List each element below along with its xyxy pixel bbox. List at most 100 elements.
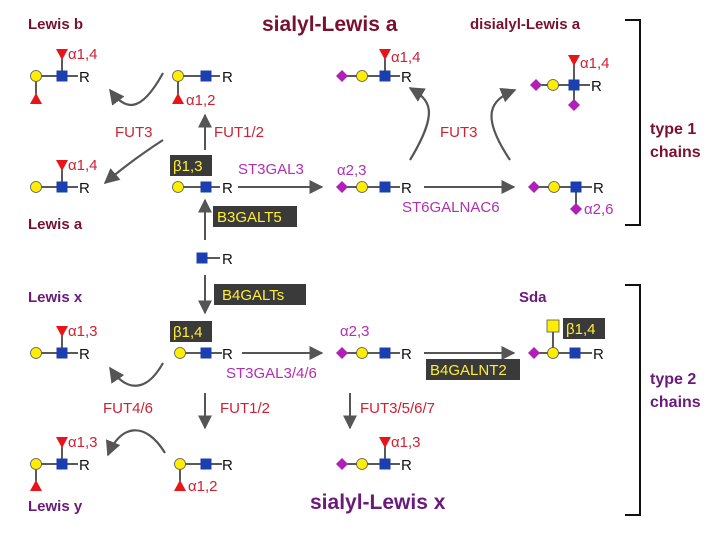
galactose-icon — [30, 458, 42, 470]
glcnac-icon — [570, 181, 582, 193]
galactose-icon — [30, 181, 42, 193]
glycan-type1-precursor: R β1,3 — [170, 155, 233, 197]
glcnac-icon — [196, 252, 208, 264]
fucose-icon — [56, 160, 68, 171]
sialic-acid-icon — [336, 458, 348, 470]
arrow-fut3-disialyl-a — [490, 88, 517, 161]
enzyme-b4galnt2: B4GALNT2 — [430, 362, 507, 379]
aglycone-r: R — [401, 457, 412, 474]
glycan-h-type2: R α1,2 — [174, 457, 233, 495]
linkage-highlight — [170, 321, 212, 342]
aglycone-r: R — [593, 180, 604, 197]
aglycone-r: R — [222, 251, 233, 268]
aglycone-r: R — [222, 180, 233, 197]
galactose-icon — [547, 347, 559, 359]
galactose-icon — [172, 181, 184, 193]
bracket-type2 — [625, 284, 641, 516]
enzyme-st3gal3: ST3GAL3 — [238, 161, 304, 178]
linkage-highlight — [563, 318, 605, 339]
aglycone-r: R — [401, 346, 412, 363]
aglycone-r: R — [79, 457, 90, 474]
glcnac-icon — [56, 70, 68, 82]
title-lewis-y: Lewis y — [28, 498, 83, 515]
fucose-icon — [56, 437, 68, 448]
glcnac-icon — [200, 181, 212, 193]
fucose-icon — [30, 93, 42, 104]
linkage-a14: α1,4 — [68, 157, 98, 174]
galnac-icon — [546, 319, 560, 333]
enzyme-b4galts: B4GALTs — [222, 287, 284, 304]
glycan-lewis-y: R α1,3 — [30, 434, 98, 491]
sialic-acid-icon — [528, 181, 540, 193]
sialic-acid-icon — [570, 203, 582, 215]
fucose-icon — [172, 93, 184, 104]
fucose-icon — [379, 49, 391, 60]
linkage-a23: α2,3 — [337, 162, 367, 179]
title-lewis-a: Lewis a — [28, 216, 83, 233]
sialic-acid-icon — [530, 79, 542, 91]
enzyme-st6galnac6: ST6GALNAC6 — [402, 199, 500, 216]
linkage-a26: α2,6 — [584, 201, 614, 218]
aglycone-r: R — [401, 69, 412, 86]
glcnac-icon — [56, 181, 68, 193]
glcnac-icon — [56, 347, 68, 359]
enzyme-b3galt5: B3GALT5 — [217, 209, 282, 226]
glcnac-icon — [56, 458, 68, 470]
glcnac-icon — [569, 347, 581, 359]
aglycone-r: R — [79, 69, 90, 86]
glycan-sialyl-type2: R α2,3 — [336, 323, 412, 363]
title-sialyl-lewis-x: sialyl-Lewis x — [310, 491, 446, 514]
enzyme-highlight — [426, 359, 520, 380]
linkage-b13: β1,3 — [173, 158, 202, 175]
linkage-a14: α1,4 — [580, 55, 610, 72]
fucose-icon — [30, 480, 42, 491]
linkage-a14: α1,4 — [68, 46, 98, 63]
glycan-disialyl-lewis-a: R α1,4 — [530, 55, 610, 111]
sialic-acid-icon — [336, 181, 348, 193]
title-sialyl-lewis-a: sialyl-Lewis a — [262, 13, 398, 36]
aglycone-r: R — [401, 180, 412, 197]
enzyme-st3gal346: ST3GAL3/4/6 — [226, 365, 317, 382]
sialic-acid-icon — [336, 347, 348, 359]
galactose-icon — [356, 347, 368, 359]
galactose-icon — [174, 347, 186, 359]
sialic-acid-icon — [568, 99, 580, 111]
aglycone-r: R — [222, 346, 233, 363]
enzyme-highlight — [214, 284, 306, 305]
aglycone-r: R — [79, 346, 90, 363]
galactose-icon — [30, 70, 42, 82]
bracket-type2-line2: chains — [650, 394, 701, 411]
sialic-acid-icon — [336, 70, 348, 82]
bracket-type2-line1: type 2 — [650, 371, 696, 388]
glycan-core: R — [196, 251, 233, 268]
linkage-a13: α1,3 — [391, 434, 421, 451]
glcnac-icon — [200, 70, 212, 82]
galactose-icon — [172, 70, 184, 82]
glcnac-icon — [379, 347, 391, 359]
galactose-icon — [548, 181, 560, 193]
enzyme-fut3567: FUT3/5/6/7 — [360, 400, 435, 417]
aglycone-r: R — [591, 78, 602, 95]
galactose-icon — [356, 458, 368, 470]
title-lewis-x: Lewis x — [28, 289, 83, 306]
aglycone-r: R — [593, 346, 604, 363]
linkage-a13: α1,3 — [68, 323, 98, 340]
aglycone-r: R — [79, 180, 90, 197]
galactose-icon — [30, 347, 42, 359]
arrow-fut3-lewis-a — [103, 139, 164, 185]
fucose-icon — [568, 55, 580, 66]
glcnac-icon — [200, 458, 212, 470]
glycan-sda: R β1,4 — [528, 318, 605, 363]
galactose-icon — [547, 79, 559, 91]
glycan-disialyl-type1: R α2,6 — [528, 180, 614, 218]
bracket-type1-line1: type 1 — [650, 121, 696, 138]
galactose-icon — [174, 458, 186, 470]
glcnac-icon — [568, 79, 580, 91]
title-disialyl-lewis-a: disialyl-Lewis a — [470, 16, 581, 33]
fucose-icon — [379, 437, 391, 448]
sialic-acid-icon — [528, 347, 540, 359]
enzyme-fut3-right: FUT3 — [440, 124, 478, 141]
glycan-lewis-a: R α1,4 — [30, 157, 98, 197]
